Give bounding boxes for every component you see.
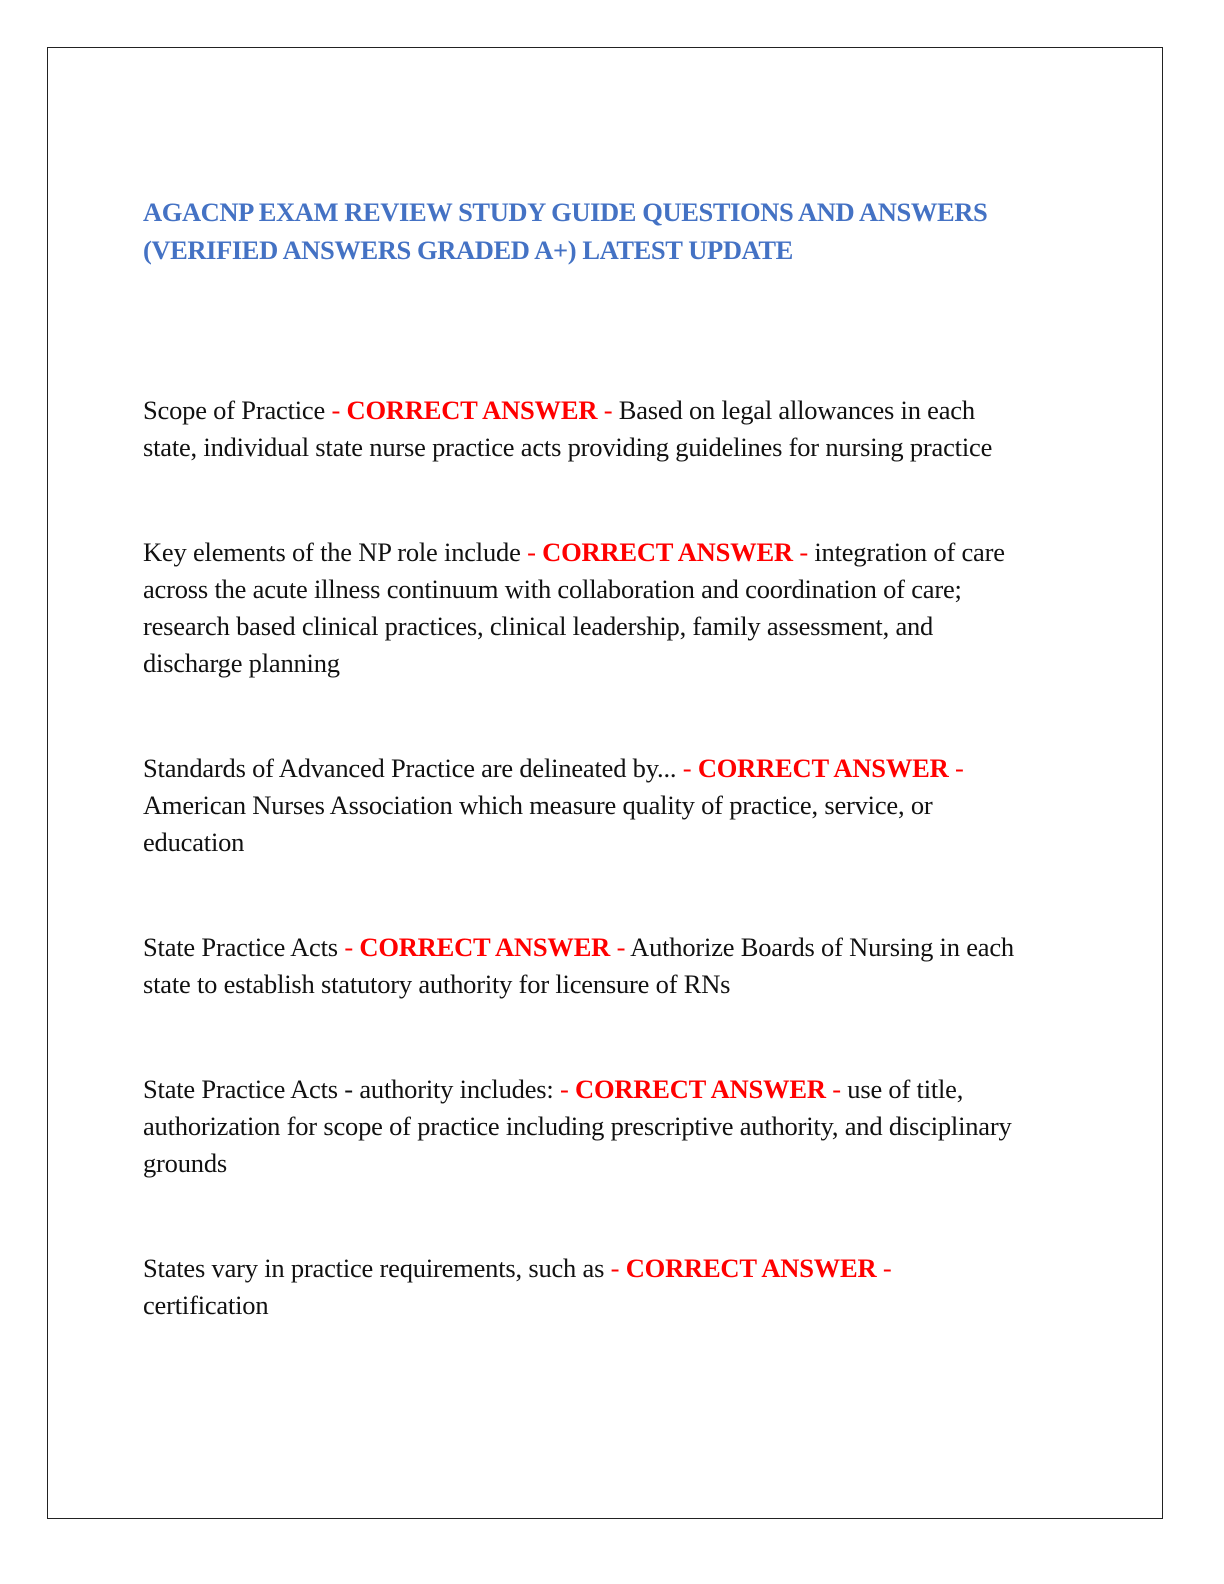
answer-line: authorization for scope of practice incl…	[143, 1111, 1012, 1141]
separator: -	[682, 753, 692, 783]
correct-answer-label: CORRECT ANSWER	[359, 932, 611, 962]
separator: -	[331, 395, 341, 425]
qa-item: State Practice Acts - authority includes…	[143, 1071, 1088, 1182]
question-text: Scope of Practice	[143, 395, 326, 425]
correct-answer-label: CORRECT ANSWER	[542, 537, 793, 567]
qa-item: States vary in practice requirements, su…	[143, 1250, 1088, 1324]
answer-text: Authorize Boards of Nursing in each	[630, 932, 1014, 962]
correct-answer-label: CORRECT ANSWER	[575, 1074, 826, 1104]
qa-line: Standards of Advanced Practice are delin…	[143, 750, 1088, 787]
answer-text: use of title,	[847, 1074, 964, 1104]
qa-item: Standards of Advanced Practice are delin…	[143, 750, 1088, 861]
answer-text: integration of care	[814, 537, 1005, 567]
separator: -	[559, 1074, 569, 1104]
answer-line: state, individual state nurse practice a…	[143, 432, 993, 462]
document-body: AGACNP EXAM REVIEW STUDY GUIDE QUESTIONS…	[143, 193, 1088, 1392]
answer-line: state to establish statutory authority f…	[143, 969, 731, 999]
question-text: State Practice Acts	[143, 932, 338, 962]
separator: -	[832, 1074, 841, 1104]
page-border	[47, 47, 1163, 1519]
qa-item: Key elements of the NP role include - CO…	[143, 534, 1088, 682]
qa-item: State Practice Acts - CORRECT ANSWER - A…	[143, 929, 1088, 1003]
qa-item: Scope of Practice - CORRECT ANSWER - Bas…	[143, 392, 1088, 466]
answer-line: discharge planning	[143, 648, 340, 678]
answer-line: grounds	[143, 1148, 227, 1178]
correct-answer-label: CORRECT ANSWER	[697, 753, 949, 783]
qa-line: State Practice Acts - CORRECT ANSWER - A…	[143, 929, 1088, 966]
answer-line: certification	[143, 1290, 269, 1320]
separator: -	[955, 753, 964, 783]
correct-answer-label: CORRECT ANSWER	[625, 1253, 877, 1283]
separator: -	[799, 537, 808, 567]
qa-list: Scope of Practice - CORRECT ANSWER - Bas…	[143, 392, 1088, 1324]
answer-line: American Nurses Association which measur…	[143, 790, 933, 820]
answer-line: education	[143, 827, 245, 857]
separator: -	[882, 1253, 892, 1283]
answer-line: research based clinical practices, clini…	[143, 611, 934, 641]
title-line-2: (VERIFIED ANSWERS GRADED A+) LATEST UPDA…	[143, 235, 793, 265]
document-title: AGACNP EXAM REVIEW STUDY GUIDE QUESTIONS…	[143, 193, 1088, 269]
correct-answer-label: CORRECT ANSWER	[346, 395, 598, 425]
question-text: States vary in practice requirements, su…	[143, 1253, 605, 1283]
question-text: State Practice Acts - authority includes…	[143, 1074, 554, 1104]
answer-line: across the acute illness continuum with …	[143, 574, 962, 604]
qa-line: State Practice Acts - authority includes…	[143, 1071, 1088, 1108]
qa-line: Scope of Practice - CORRECT ANSWER - Bas…	[143, 392, 1088, 429]
qa-line: States vary in practice requirements, su…	[143, 1250, 1088, 1287]
qa-line: Key elements of the NP role include - CO…	[143, 534, 1088, 571]
separator: -	[527, 537, 536, 567]
separator: -	[603, 395, 613, 425]
separator: -	[616, 932, 626, 962]
separator: -	[610, 1253, 620, 1283]
answer-text: Based on legal allowances in each	[618, 395, 975, 425]
question-text: Key elements of the NP role include	[143, 537, 521, 567]
separator: -	[344, 932, 353, 962]
title-line-1: AGACNP EXAM REVIEW STUDY GUIDE QUESTIONS…	[143, 197, 988, 227]
question-text: Standards of Advanced Practice are delin…	[143, 753, 677, 783]
